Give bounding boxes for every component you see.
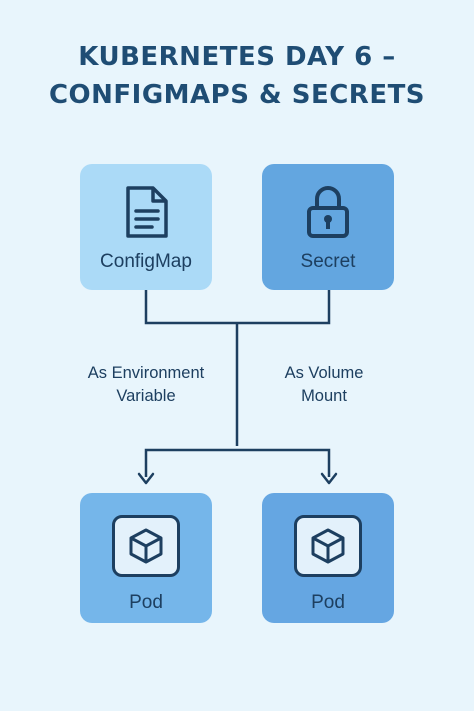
cube-icon — [112, 515, 180, 577]
document-icon — [80, 184, 212, 240]
env-variable-label: As Environment Variable — [56, 362, 236, 408]
volume-label-line-1: As Volume — [284, 364, 364, 382]
pod-node-left: Pod — [80, 493, 212, 623]
arrowhead-left — [137, 472, 155, 485]
configmap-label: ConfigMap — [100, 251, 192, 272]
title-line-1: KUBERNETES DAY 6 – — [78, 42, 396, 72]
lock-icon — [262, 182, 394, 240]
volume-mount-label: As Volume Mount — [234, 362, 414, 408]
cube-icon — [294, 515, 362, 577]
env-label-line-2: Variable — [116, 387, 176, 405]
page-title: KUBERNETES DAY 6 – CONFIGMAPS & SECRETS — [0, 38, 474, 114]
source-merge-line — [144, 290, 331, 325]
configmap-node: ConfigMap — [80, 164, 212, 290]
pod-node-right: Pod — [262, 493, 394, 623]
pod-label-left: Pod — [129, 592, 163, 613]
volume-label-line-2: Mount — [301, 387, 347, 405]
pod-label-right: Pod — [311, 592, 345, 613]
title-line-2: CONFIGMAPS & SECRETS — [48, 80, 426, 110]
env-label-line-1: As Environment — [87, 364, 205, 382]
arrowhead-right — [320, 472, 338, 485]
secret-label: Secret — [300, 251, 356, 272]
secret-node: Secret — [262, 164, 394, 290]
target-split-line — [144, 448, 331, 477]
